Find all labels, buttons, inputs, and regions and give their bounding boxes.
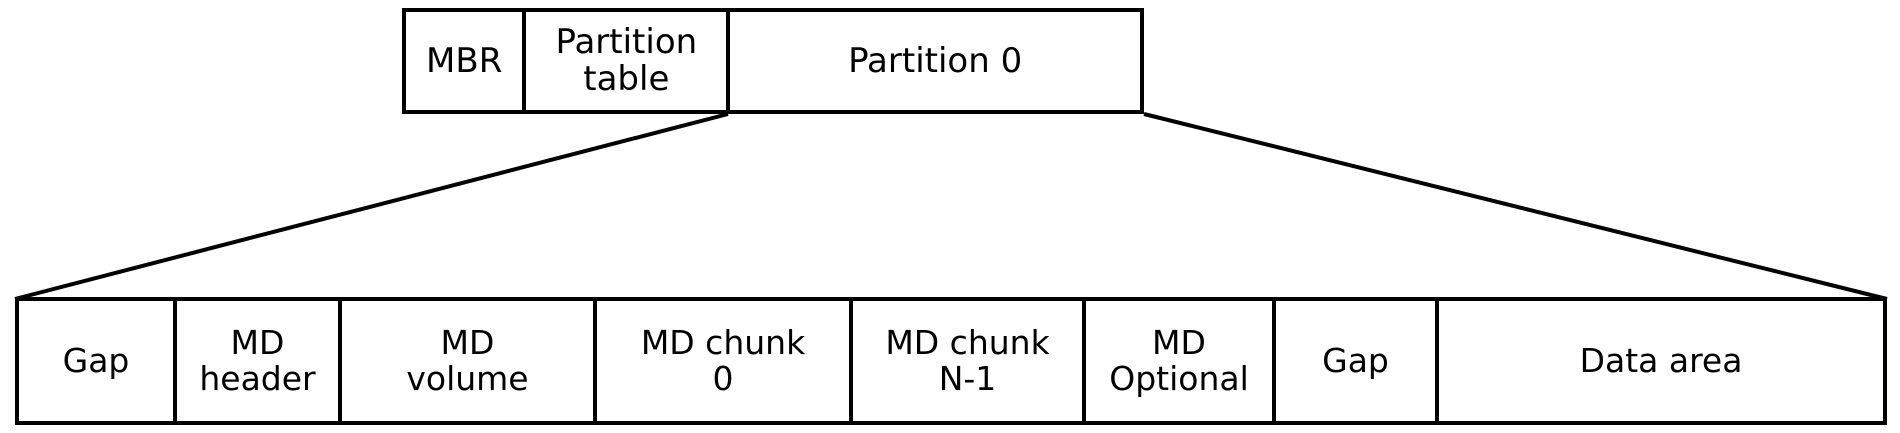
block-md-header: MD header — [177, 301, 342, 421]
expand-left-line — [14, 112, 729, 301]
block-md-chunk-n-1: MD chunk N-1 — [853, 301, 1086, 421]
block-partition-0: Partition 0 — [730, 12, 1141, 110]
block-partition-table: Partition table — [526, 12, 731, 110]
disk-layout-row: MBR Partition table Partition 0 — [402, 8, 1144, 114]
block-md-chunk-0: MD chunk 0 — [597, 301, 853, 421]
partition-0-layout-row: Gap MD header MD volume MD chunk 0 MD ch… — [15, 297, 1887, 425]
block-md-volume: MD volume — [342, 301, 597, 421]
block-md-optional: MD Optional — [1086, 301, 1276, 421]
block-data-area: Data area — [1439, 301, 1883, 421]
block-gap-leading: Gap — [19, 301, 177, 421]
block-gap-trailing: Gap — [1276, 301, 1439, 421]
block-mbr: MBR — [406, 12, 527, 110]
expand-right-line — [1143, 112, 1888, 301]
